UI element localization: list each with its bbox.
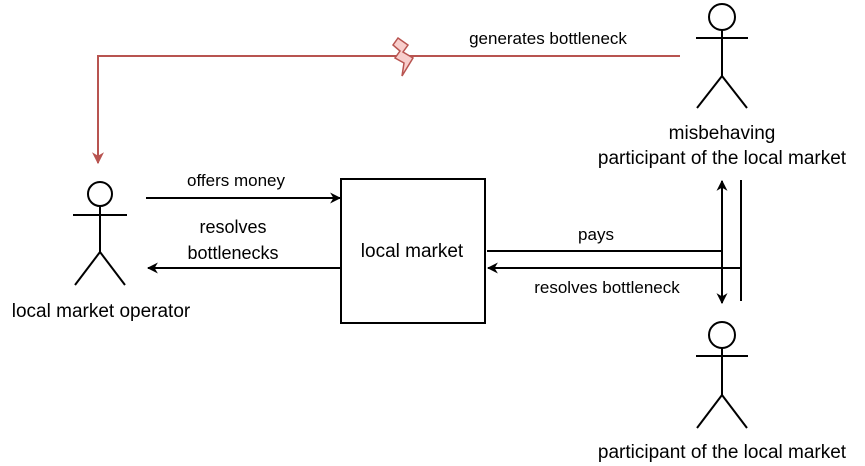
local-market-node: local market: [340, 178, 486, 324]
resolves-bottlenecks-label-line1: resolves: [199, 217, 266, 237]
offers-money-edge: offers money: [146, 171, 342, 204]
pays-edge: pays: [487, 225, 722, 252]
operator-name: local market operator: [12, 301, 191, 322]
local-market-label: local market: [361, 241, 464, 262]
person-icon: [696, 3, 748, 109]
resolves-bottlenecks-edge: resolves bottlenecks: [146, 217, 341, 274]
actor-participant: participant of the local market: [598, 321, 847, 463]
actor-local-market-operator: local market operator: [12, 181, 191, 322]
generates-bottleneck-connector: generates bottleneck: [92, 29, 680, 165]
participant-name: participant of the local market: [598, 442, 847, 463]
participant-link-edge: [716, 179, 742, 305]
person-icon: [696, 321, 748, 429]
pays-label: pays: [578, 225, 614, 244]
misbehaving-name-line1: misbehaving: [669, 123, 776, 144]
person-icon: [73, 181, 127, 286]
resolves-bottleneck-edge: resolves bottleneck: [486, 262, 741, 297]
offers-money-label: offers money: [187, 171, 285, 190]
lightning-bolt-icon: [391, 36, 415, 77]
misbehaving-name-line2: participant of the local market: [598, 148, 847, 169]
resolves-bottleneck-label: resolves bottleneck: [534, 278, 680, 297]
actor-misbehaving-participant: misbehaving participant of the local mar…: [598, 3, 847, 169]
resolves-bottlenecks-label-line2: bottlenecks: [187, 243, 278, 263]
generates-bottleneck-label: generates bottleneck: [469, 29, 627, 48]
